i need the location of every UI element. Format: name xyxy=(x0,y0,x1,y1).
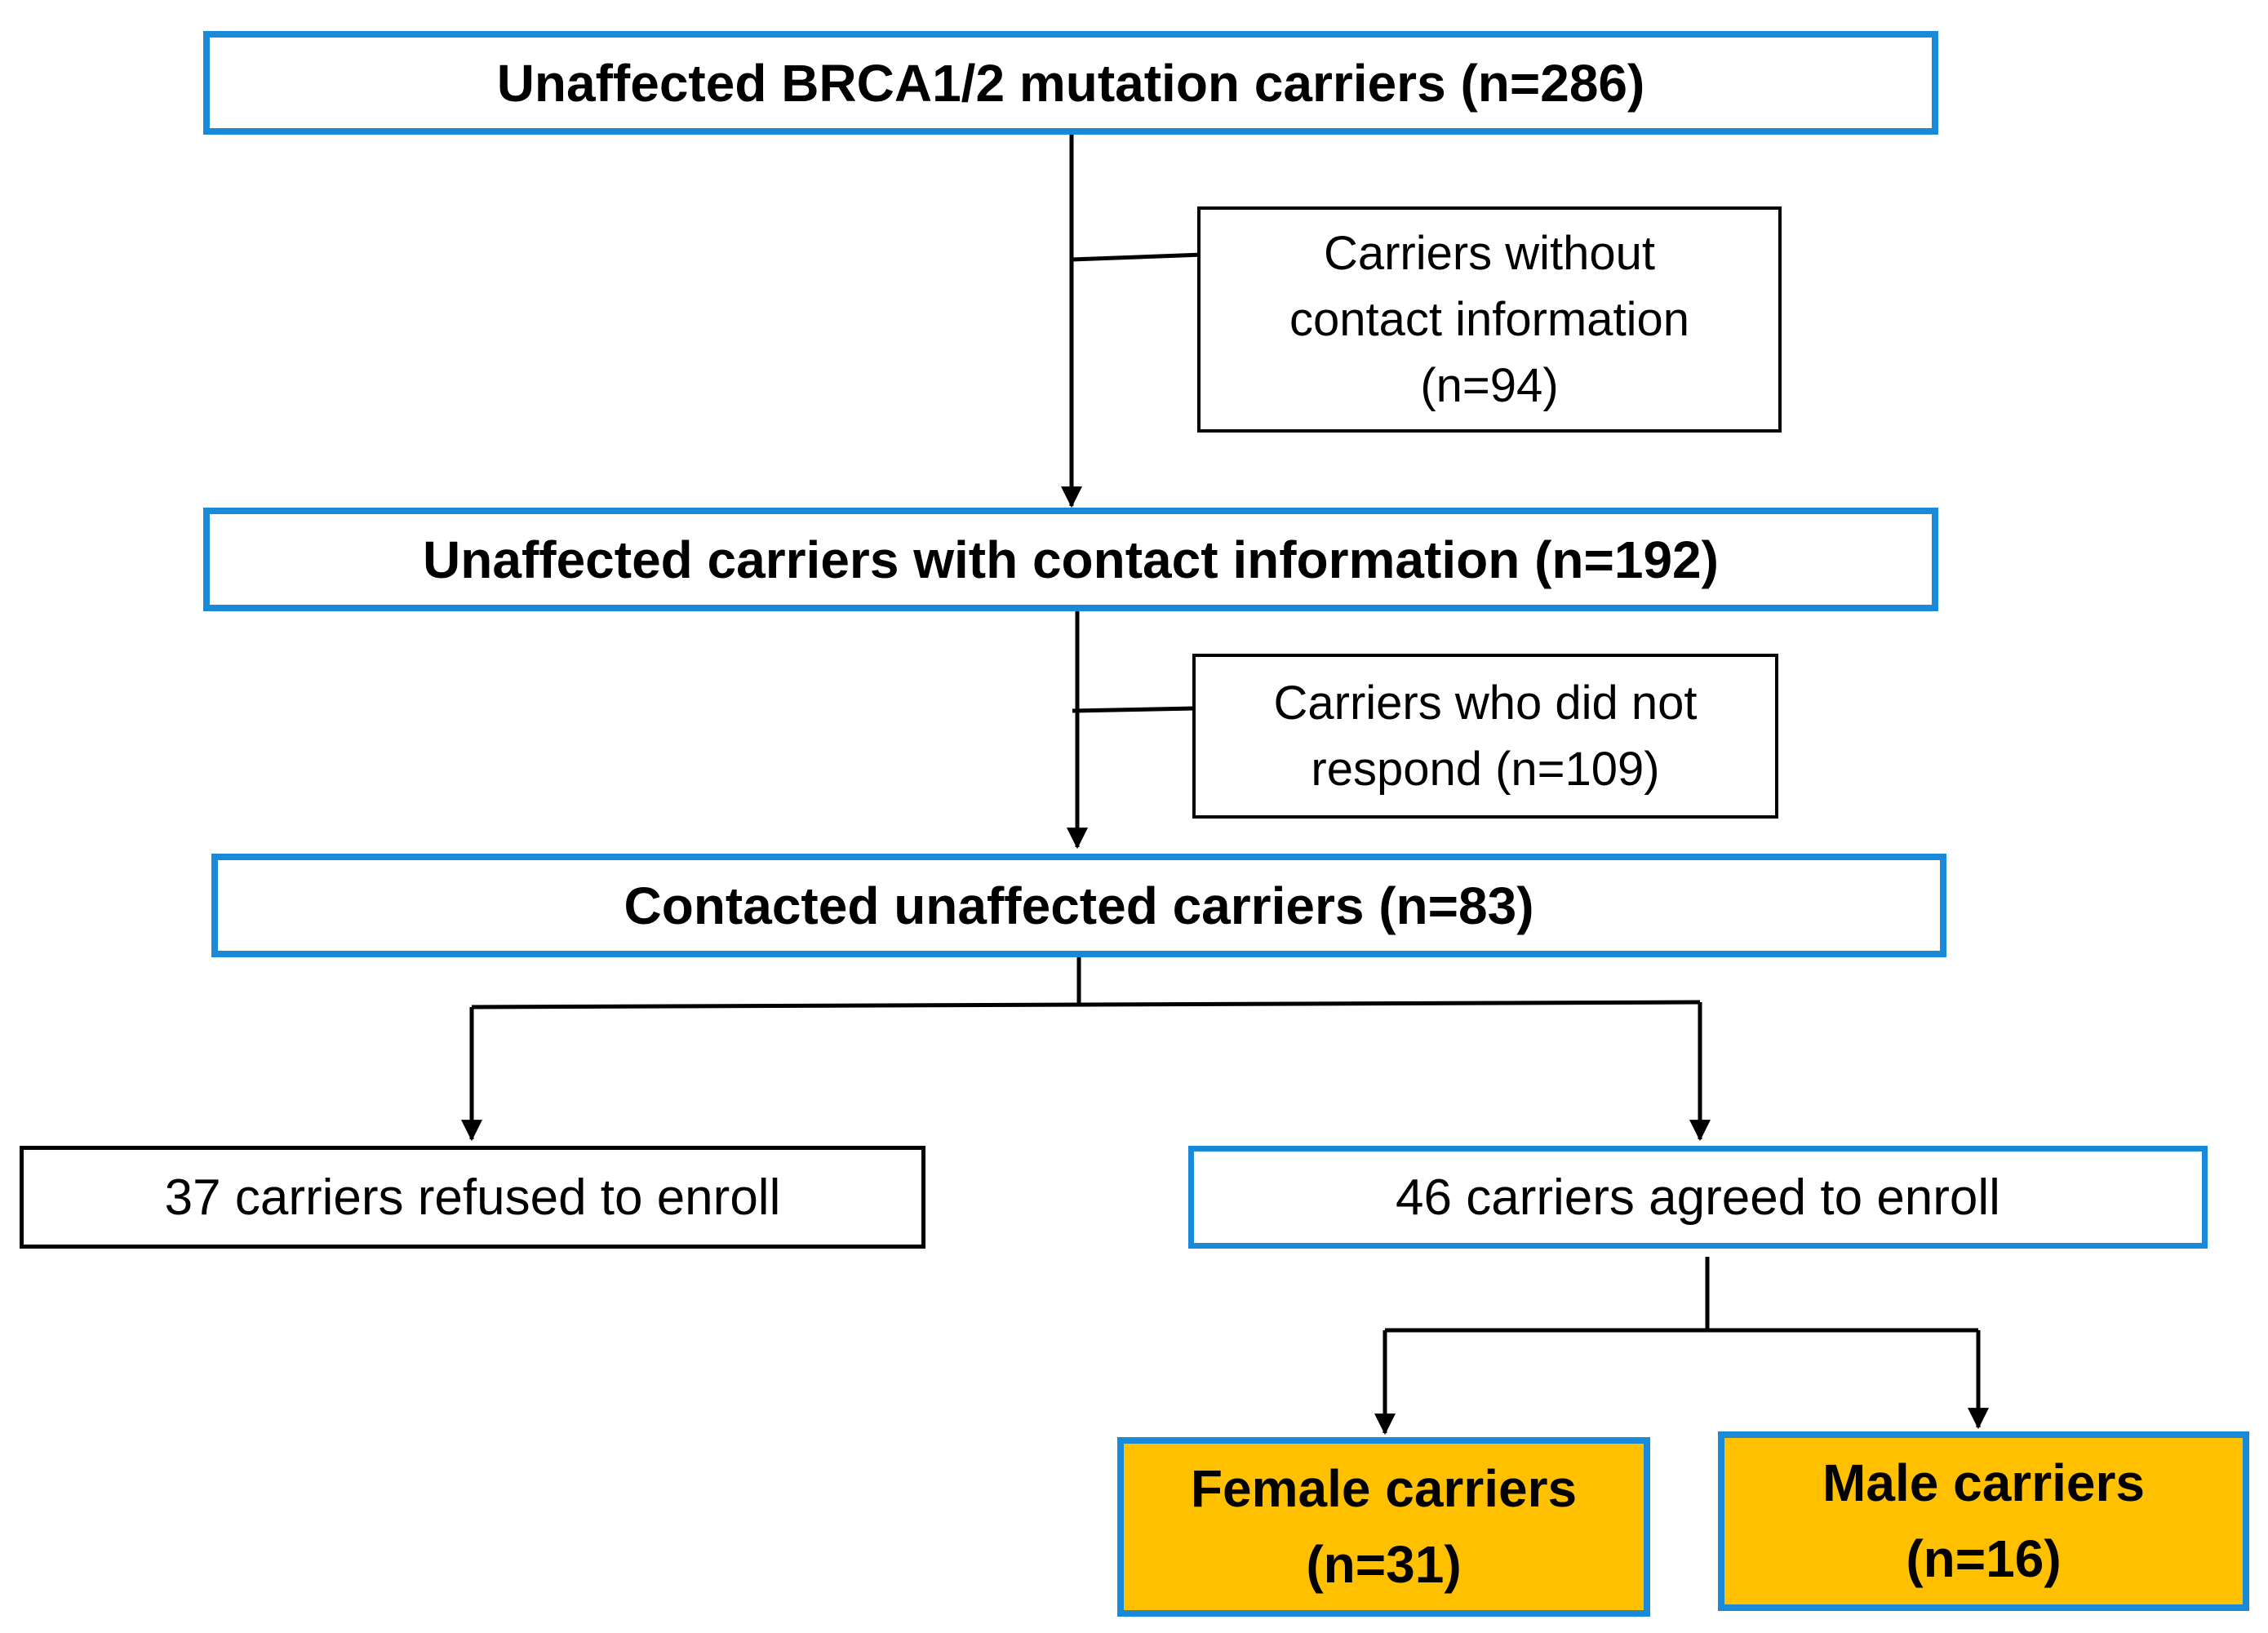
node-female-carriers: Female carriers (n=31) xyxy=(1117,1437,1650,1617)
edge-total-to-no-contact xyxy=(1071,252,1204,262)
node-agreed-enroll: 46 carriers agreed to enroll xyxy=(1188,1146,2208,1249)
node-no-contact-line1: Carriers without xyxy=(1323,226,1656,280)
node-male-line2: (n=16) xyxy=(1906,1529,2062,1588)
node-refused-label: 37 carriers refused to enroll xyxy=(164,1169,781,1226)
node-female-line2: (n=31) xyxy=(1306,1535,1462,1594)
node-total-carriers: Unaffected BRCA1/2 mutation carriers (n=… xyxy=(203,31,1938,135)
edge-contacted-crossbar xyxy=(471,1000,1701,1010)
node-no-contact-info: Carriers without contact information (n=… xyxy=(1197,206,1782,433)
node-with-contact-info: Unaffected carriers with contact informa… xyxy=(203,508,1938,611)
node-did-not-respond: Carriers who did not respond (n=109) xyxy=(1192,654,1778,819)
node-with-contact-label: Unaffected carriers with contact informa… xyxy=(423,530,1719,589)
node-agreed-label: 46 carriers agreed to enroll xyxy=(1396,1169,2000,1226)
node-no-contact-line2: contact information xyxy=(1289,292,1690,346)
node-refused-enroll: 37 carriers refused to enroll xyxy=(20,1146,925,1249)
node-female-line1: Female carriers xyxy=(1190,1459,1578,1519)
node-contacted-carriers: Contacted unaffected carriers (n=83) xyxy=(211,854,1946,957)
node-no-contact-line3: (n=94) xyxy=(1420,359,1559,413)
node-male-carriers: Male carriers (n=16) xyxy=(1718,1431,2249,1611)
node-total-carriers-label: Unaffected BRCA1/2 mutation carriers (n=… xyxy=(496,53,1645,113)
edge-with-contact-to-no-respond xyxy=(1072,706,1196,713)
node-male-line1: Male carriers xyxy=(1822,1453,2145,1513)
node-no-respond-line1: Carriers who did not xyxy=(1273,676,1698,730)
node-contacted-label: Contacted unaffected carriers (n=83) xyxy=(624,876,1534,935)
node-no-respond-line2: respond (n=109) xyxy=(1311,743,1660,796)
